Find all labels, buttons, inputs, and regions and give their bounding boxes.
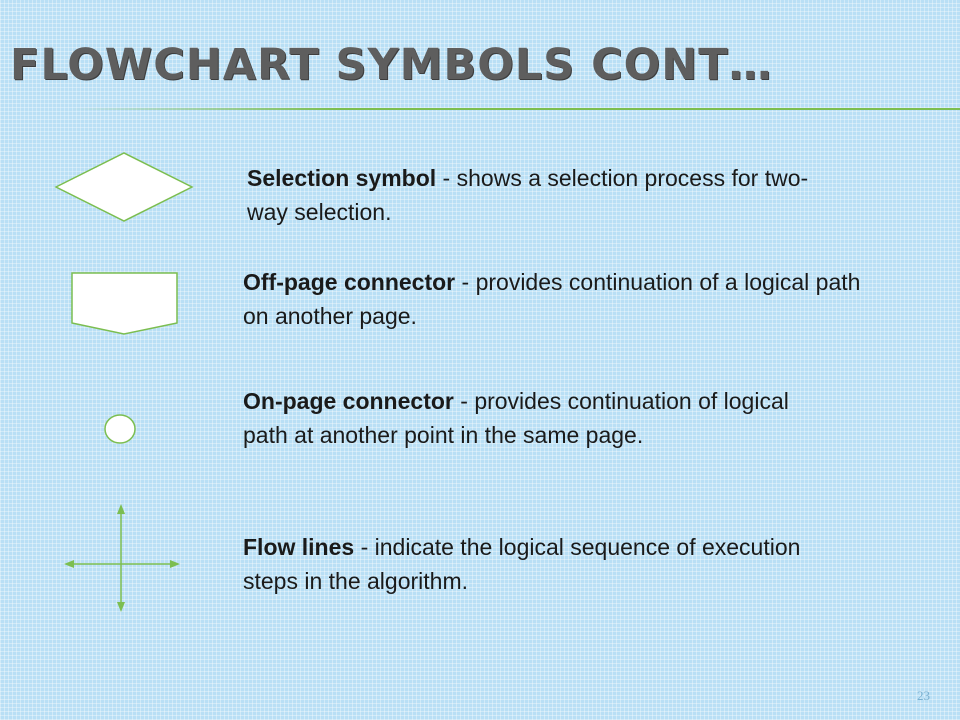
- flow-lines-icon: [64, 504, 180, 612]
- off-page-connector-term: Off-page connector: [243, 269, 456, 295]
- arrow-left-icon: [64, 560, 74, 568]
- off-page-connector-description: Off-page connector - provides continuati…: [243, 265, 883, 333]
- flow-lines-separator: -: [354, 534, 375, 560]
- flow-lines-description: Flow lines - indicate the logical sequen…: [243, 530, 833, 598]
- slide-title: FLOWCHART SYMBOLS CONT…: [10, 40, 773, 90]
- selection-symbol-description: Selection symbol - shows a selection pro…: [247, 161, 847, 229]
- on-page-connector-separator: -: [453, 388, 475, 414]
- on-page-connector-term: On-page connector: [243, 388, 454, 414]
- on-page-connector-description: On-page connector - provides continuatio…: [243, 384, 818, 452]
- diamond-icon: [54, 152, 194, 222]
- flow-lines-term: Flow lines: [243, 534, 355, 560]
- off-page-connector-icon: [71, 272, 178, 335]
- selection-symbol-separator: -: [436, 165, 457, 191]
- circle-icon: [104, 414, 136, 444]
- arrow-up-icon: [117, 504, 125, 514]
- arrow-right-icon: [170, 560, 180, 568]
- selection-symbol-text: shows a selection process for two-way se…: [247, 165, 809, 225]
- selection-symbol-term: Selection symbol: [247, 165, 437, 191]
- on-page-connector-text: provides continuation of logical path at…: [243, 388, 789, 448]
- page-number: 23: [917, 688, 930, 703]
- off-page-connector-separator: -: [455, 269, 476, 295]
- off-page-connector-text: provides continuation of a logical path …: [243, 269, 861, 329]
- flow-lines-text: indicate the logical sequence of executi…: [243, 534, 801, 594]
- arrow-down-icon: [117, 602, 125, 612]
- title-divider: [70, 108, 960, 110]
